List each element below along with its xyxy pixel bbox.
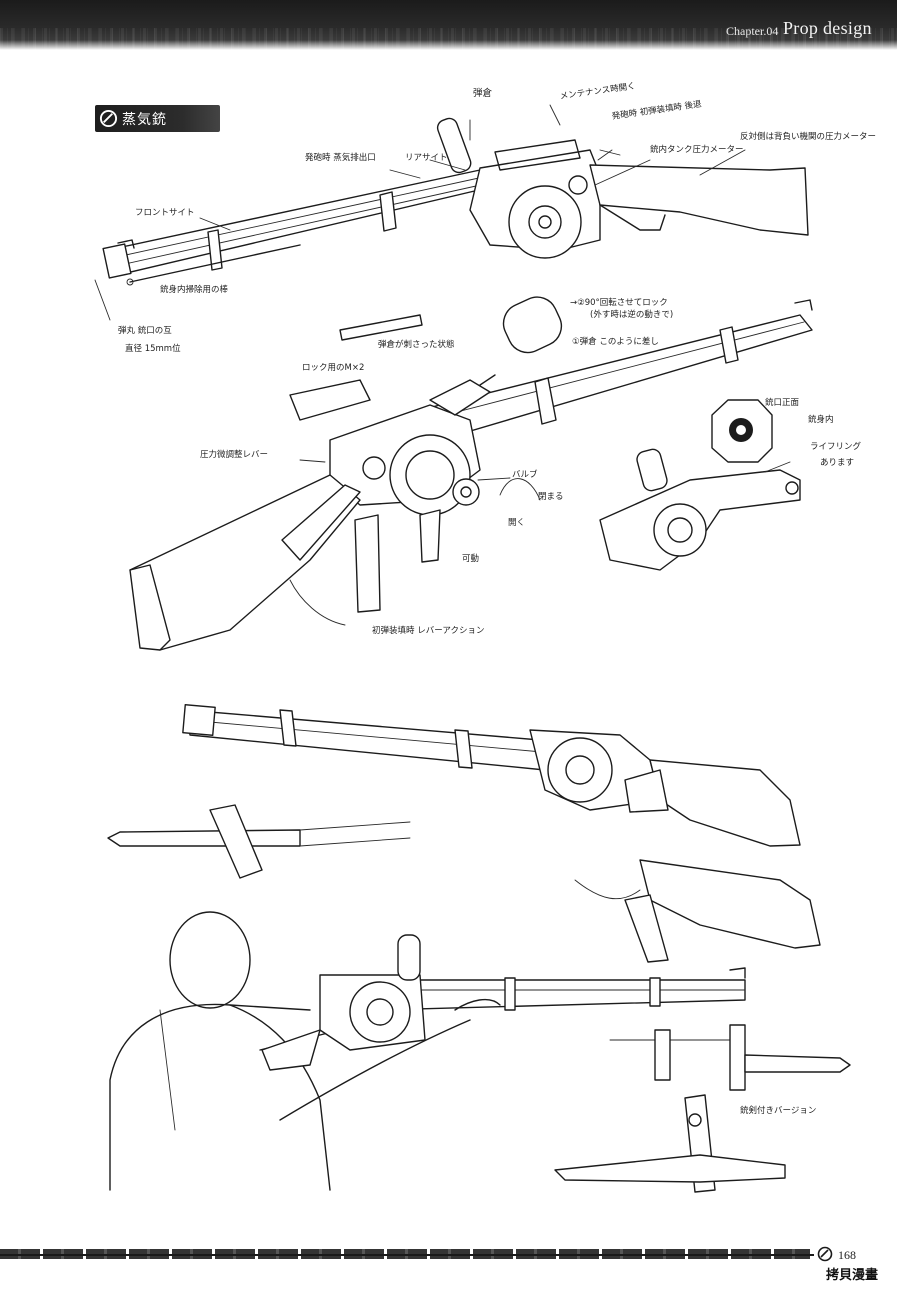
- chapter-title: Prop design: [783, 18, 872, 38]
- note-backpack-meter: 反対側は背負い機関の圧力メーター: [740, 132, 877, 142]
- note-steam-exhaust: 発砲時 蒸気排出口: [305, 153, 376, 163]
- section-title: 蒸気銃: [122, 112, 167, 128]
- note-pressure-lever: 圧力微調整レバー: [200, 450, 269, 460]
- rifle-side-view-top: [102, 117, 809, 286]
- note-lock-m2: ロック用のM×2: [302, 363, 365, 373]
- note-caliber: 弾丸 銃口の互: [118, 326, 172, 336]
- note-cleaning-rod: 銃身内掃除用の棒: [160, 285, 229, 295]
- header-texture: [0, 28, 897, 52]
- bayonet-detached: [107, 804, 411, 879]
- note-barrel-inner: 銃身内: [808, 415, 834, 425]
- note-lever-action: 初弾装填時 レバーアクション: [372, 626, 485, 636]
- note-barrel-tank-meter: 銃内タンク圧力メーター: [650, 145, 744, 155]
- note-magazine: 弾倉: [473, 88, 493, 99]
- annotation-leaders: [94, 104, 791, 481]
- ring-emblem-icon: [817, 1246, 833, 1262]
- rifle-perspective-view: [129, 296, 813, 651]
- note-magazine-insert: ①弾倉 このように差し: [572, 337, 659, 347]
- chapter-label: Chapter.04: [726, 24, 779, 38]
- note-rear-sight: リアサイト: [405, 153, 448, 163]
- header-band: [0, 0, 897, 50]
- stock-closeup: [574, 859, 821, 963]
- note-bayonet-version: 銃剣付きバージョン: [740, 1106, 817, 1116]
- note-rifling-exists: あります: [820, 458, 855, 468]
- note-valve: バルブ: [512, 470, 538, 480]
- page-number: 168: [838, 1248, 856, 1262]
- footer-rule: [0, 1254, 814, 1256]
- note-open: 開く: [508, 518, 526, 528]
- note-movable: 可動: [462, 554, 480, 564]
- note-rotate-lock: →②90°回転させてロック: [570, 298, 668, 308]
- note-muzzle-front: 銃口正面: [765, 398, 800, 408]
- muzzle-front-view: [711, 399, 773, 463]
- ring-emblem-icon: [99, 109, 118, 128]
- chamber-closeup: [599, 448, 801, 571]
- note-front-sight: フロントサイト: [135, 208, 195, 218]
- note-rifling: ライフリング: [810, 442, 862, 452]
- figure-aiming-rifle: [109, 911, 471, 1191]
- section-badge: 蒸気銃: [95, 105, 220, 132]
- watermark: 拷貝漫畫: [826, 1268, 879, 1283]
- bayonet-attached: [554, 1024, 851, 1193]
- note-magazine-stuck: 弾倉が刺さった状態: [378, 340, 455, 350]
- rifle-angled-view: [182, 704, 801, 847]
- note-close: 閉まる: [538, 492, 564, 502]
- note-rotate-lock-sub: (外す時は逆の動きで): [590, 310, 674, 320]
- rifle-held-view: [261, 934, 746, 1071]
- note-diameter: 直径 15mm位: [125, 344, 181, 354]
